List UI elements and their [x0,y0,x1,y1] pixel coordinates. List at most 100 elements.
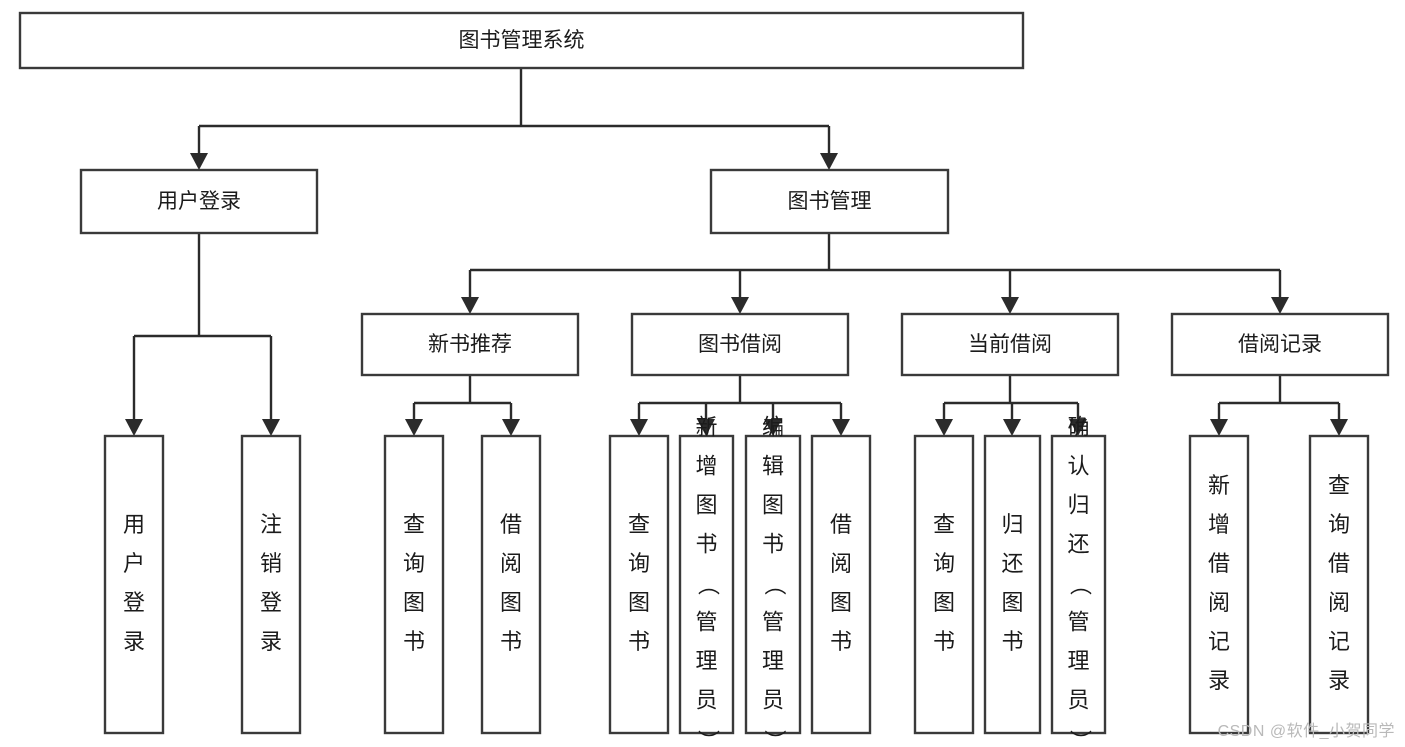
connector-group-current-borrow-to-leaves [935,375,1087,436]
node-box[interactable] [360,312,580,377]
node-label-char: 新 [1208,473,1230,498]
node-box[interactable] [913,434,975,735]
node-box[interactable] [744,434,802,735]
node-box[interactable] [630,312,850,377]
node-book-manage[interactable]: 图书管理 [709,168,950,235]
node-box[interactable] [1050,434,1107,735]
node-box[interactable] [983,434,1042,735]
node-label-char: 用 [123,512,145,537]
node-label-char: 理 [762,648,784,673]
node-label: 图书管理 [788,190,872,213]
node-label-char: 图 [628,590,650,615]
node-label-char: 认 [1067,453,1089,478]
node-label-char: 借 [830,512,852,537]
node-label: 当前借阅 [968,333,1052,356]
node-label-char: 书 [695,531,717,556]
connector-group-user-login-to-leaves [125,233,280,436]
node-label-char: 销 [260,551,282,576]
node-box[interactable] [480,434,542,735]
node-label-char: 录 [1328,668,1350,693]
node-label-char: 还 [1067,531,1089,556]
arrow-head-icon [832,419,850,436]
node-label-char: 图 [933,590,955,615]
node-label-char: 理 [695,648,717,673]
node-label-char: 注 [260,512,282,537]
node-box[interactable] [810,434,872,735]
arrow-head-icon [1003,419,1021,436]
node-label-char: 管 [1067,609,1089,634]
node-leaf-user-login[interactable]: 用户登录 [103,434,165,735]
node-box[interactable] [18,11,1025,70]
node-label-char: 增 [1208,512,1230,537]
node-borrow-record[interactable]: 借阅记录 [1170,312,1390,377]
node-label-char: 查 [933,512,955,537]
node-label: 图书管理系统 [459,29,585,52]
node-label-char: 阅 [500,551,522,576]
node-new-book-recommend[interactable]: 新书推荐 [360,312,580,377]
arrow-head-icon [820,153,838,170]
node-book-borrow[interactable]: 图书借阅 [630,312,850,377]
node-box[interactable] [900,312,1120,377]
node-box[interactable] [608,434,670,735]
node-label: 用户登录 [157,190,241,213]
connector-group-book-borrow-to-leaves [630,375,850,436]
node-label-char: 登 [260,590,282,615]
node-box[interactable] [1170,312,1390,377]
node-label-char: 图 [695,492,717,517]
node-box[interactable] [240,434,302,735]
connector-group-borrow-record-to-leaves [1210,375,1348,436]
arrow-head-icon [125,419,143,436]
node-label-char: 员 [762,687,784,712]
node-root[interactable]: 图书管理系统 [18,11,1025,70]
node-current-borrow[interactable]: 当前借阅 [900,312,1120,377]
arrow-head-icon [1271,297,1289,314]
node-label-char: ） [762,729,787,747]
node-label: 借阅记录 [1238,333,1322,356]
node-label-char: 书 [403,629,425,654]
arrow-head-icon [1001,297,1019,314]
node-label-char: 理 [1067,648,1089,673]
node-box[interactable] [383,434,445,735]
node-label-char: 询 [403,551,425,576]
node-label-char: 录 [260,629,282,654]
arrow-head-icon [461,297,479,314]
arrow-head-icon [1210,419,1228,436]
arrow-head-icon [262,419,280,436]
node-user-login[interactable]: 用户登录 [79,168,319,235]
connector-group-root-to-level2 [190,68,838,170]
node-box[interactable] [1308,434,1370,735]
arrow-head-icon [190,153,208,170]
node-label-char: 查 [628,512,650,537]
node-label-char: 借 [500,512,522,537]
node-label-char: 图 [403,590,425,615]
arrow-head-icon [935,419,953,436]
node-label-char: 书 [762,531,784,556]
node-label-char: 借 [1208,551,1230,576]
node-box[interactable] [103,434,165,735]
node-box[interactable] [678,434,735,735]
node-label-char: 记 [1328,629,1350,654]
node-box[interactable] [1188,434,1250,735]
node-label-char: 新 [695,414,717,439]
node-box[interactable] [709,168,950,235]
node-label-char: 书 [628,629,650,654]
arrow-head-icon [405,419,423,436]
node-label-char: 书 [1001,629,1023,654]
node-label-char: 询 [628,551,650,576]
node-box[interactable] [79,168,319,235]
node-label-char: 阅 [1328,590,1350,615]
